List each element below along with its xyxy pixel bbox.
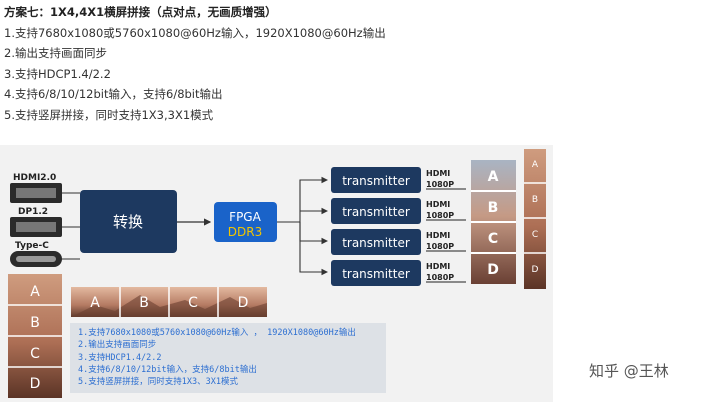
screen-b: B: [488, 200, 499, 216]
output-1-type: HDMI: [426, 169, 450, 178]
horizontal-tile-c: C: [188, 295, 198, 311]
feature-line-4: 4.支持6/8/10/12bit输入，支持6/8bit输出: [78, 364, 257, 375]
transmitter-3: transmitter: [331, 229, 421, 255]
dp-input-label: DP1.2: [18, 207, 48, 217]
ddr-label: DDR3: [228, 225, 262, 239]
screen-a: A: [488, 169, 499, 185]
typec-input: Type-C: [10, 241, 62, 267]
transmitter-label: transmitter: [342, 205, 410, 219]
output-3-res: 1080P: [426, 242, 454, 251]
transmitter-4: transmitter: [331, 260, 421, 286]
horizontal-tile-a: A: [90, 295, 100, 311]
transmitter-label: transmitter: [342, 236, 410, 250]
dp-input: DP1.2: [10, 207, 62, 237]
hdmi-input: HDMI2.0: [10, 173, 62, 203]
screen-d: D: [487, 262, 499, 278]
output-3-type: HDMI: [426, 231, 450, 240]
intro-line-1: 1.支持7680x1080或5760x1080@60Hz输入，1920X1080…: [4, 25, 386, 40]
intro-line-4: 4.支持6/8/10/12bit输入，支持6/8bit输出: [4, 87, 223, 102]
convert-box: [80, 190, 177, 253]
horizontal-tile-d: D: [238, 295, 249, 311]
transmitter-label: transmitter: [342, 174, 410, 188]
feature-line-5: 5.支持竖屏拼接，同时支持1X3、3X1模式: [78, 377, 238, 388]
output-2-res: 1080P: [426, 211, 454, 220]
vertical-preview: A B C D: [524, 149, 546, 289]
feature-line-1: 1.支持7680x1080或5760x1080@60Hz输入 ， 1920X10…: [78, 328, 356, 338]
left-vertical-wall: A B C D: [8, 274, 62, 398]
intro-line-2: 2.输出支持画面同步: [4, 46, 107, 61]
transmitter-2: transmitter: [331, 198, 421, 224]
wall-tile-c: C: [30, 346, 40, 362]
output-screens: A B C D: [471, 160, 516, 284]
hdmi-input-label: HDMI2.0: [13, 173, 56, 183]
intro-line-5: 5.支持竖屏拼接，同时支持1X3,3X1模式: [4, 107, 214, 122]
scheme-title: 方案七：1X4,4X1横屏拼接（点对点，无画质增强）: [4, 5, 277, 19]
output-1-res: 1080P: [426, 180, 454, 189]
output-2-type: HDMI: [426, 200, 450, 209]
typec-input-label: Type-C: [15, 241, 49, 251]
strip-letter-d: D: [532, 265, 539, 275]
feature-line-2: 2.输出支持画面同步: [78, 340, 157, 351]
fpga-box: [214, 202, 277, 242]
wall-tile-b: B: [30, 315, 40, 331]
convert-label: 转换: [113, 213, 143, 231]
output-4-type: HDMI: [426, 262, 450, 271]
transmitter-label: transmitter: [342, 267, 410, 281]
horizontal-wall: A B C D: [71, 287, 267, 317]
feature-list-box: 1.支持7680x1080或5760x1080@60Hz输入 ， 1920X10…: [70, 323, 386, 393]
wall-tile-d: D: [30, 376, 41, 392]
strip-letter-a: A: [532, 160, 539, 170]
strip-letter-c: C: [532, 230, 538, 240]
zhihu-watermark: 知乎 @王林: [589, 362, 669, 380]
horizontal-tile-b: B: [139, 295, 149, 311]
intro-line-3: 3.支持HDCP1.4/2.2: [4, 66, 111, 81]
transmitter-1: transmitter: [331, 167, 421, 193]
output-4-res: 1080P: [426, 273, 454, 282]
wall-tile-a: A: [30, 284, 40, 300]
fpga-label: FPGA: [229, 210, 261, 224]
intro-text: 方案七：1X4,4X1横屏拼接（点对点，无画质增强） 1.支持7680x1080…: [4, 2, 704, 126]
screen-c: C: [488, 231, 498, 247]
strip-letter-b: B: [532, 195, 538, 205]
feature-line-3: 3.支持HDCP1.4/2.2: [78, 352, 162, 363]
